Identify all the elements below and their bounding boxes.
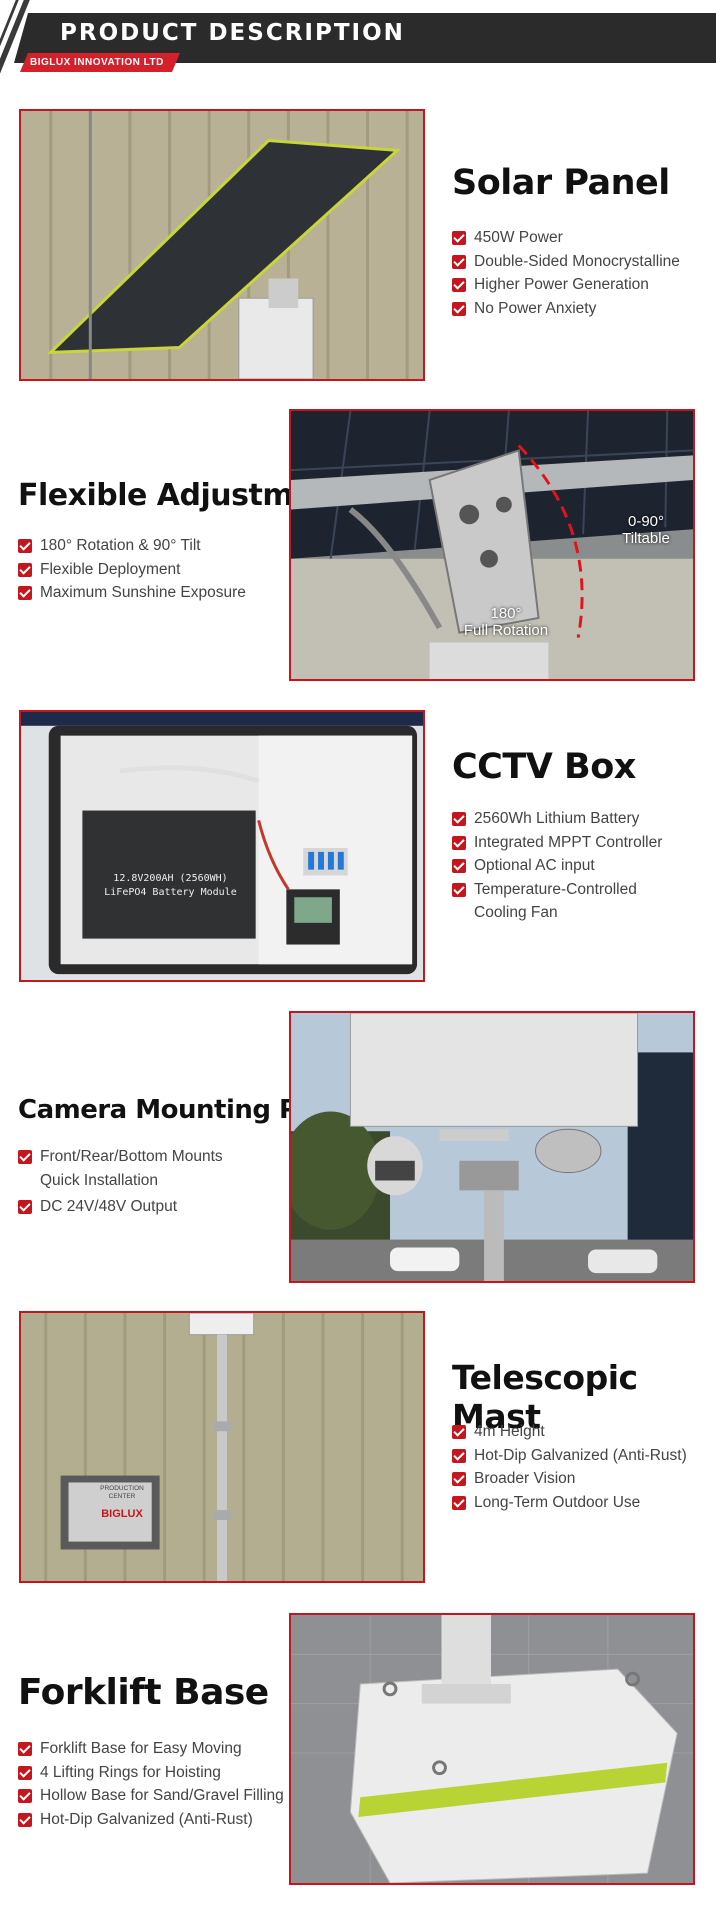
feature-list-telescopic-mast: 4m Height Hot-Dip Galvanized (Anti-Rust)… [452,1420,687,1514]
forklift-base-image [289,1613,695,1885]
tilt-annotation: 0-90°Tiltable [622,513,670,547]
feature-item: Hollow Base for Sand/Gravel Filling [18,1784,284,1808]
feature-item: 450W Power [452,226,680,250]
checkbox-check-icon [18,1812,32,1827]
section-title-cctv-box: CCTV Box [452,747,636,787]
checkbox-check-icon [18,539,32,553]
feature-item: 180° Rotation & 90° Tilt [18,534,246,558]
checkbox-check-icon [452,301,466,316]
feature-item: 2560Wh Lithium Battery [452,807,702,831]
checkbox-check-icon [18,1789,32,1803]
section-title-solar-panel: Solar Panel [452,163,670,203]
feature-item: Broader Vision [452,1467,687,1491]
feature-item: Temperature-Controlled Cooling Fan [452,878,674,925]
checkbox-check-icon [18,1200,32,1214]
feature-item: Hot-Dip Galvanized (Anti-Rust) [452,1444,687,1468]
feature-item: 4 Lifting Rings for Hoisting [18,1761,284,1785]
checkbox-check-icon [18,562,32,577]
feature-item: Front/Rear/Bottom Mounts Quick Installat… [18,1145,240,1192]
feature-list-camera-mounting-plate: Front/Rear/Bottom Mounts Quick Installat… [18,1145,258,1219]
feature-item: Flexible Deployment [18,558,246,582]
battery-label: 12.8V200AH (2560WH)LiFePO4 Battery Modul… [104,873,237,898]
section-title-telescopic-mast: Telescopic Mast [452,1358,638,1436]
feature-item: Double-Sided Monocrystalline [452,250,680,274]
checkbox-check-icon [18,1742,32,1756]
checkbox-check-icon [452,231,466,245]
feature-item: Forklift Base for Easy Moving [18,1737,284,1761]
feature-list-forklift-base: Forklift Base for Easy Moving 4 Lifting … [18,1737,284,1831]
checkbox-check-icon [452,812,466,826]
feature-list-flexible-adjustment: 180° Rotation & 90° Tilt Flexible Deploy… [18,534,246,605]
checkbox-check-icon [452,254,466,269]
feature-item: 4m Height [452,1420,687,1444]
feature-item: Hot-Dip Galvanized (Anti-Rust) [18,1808,284,1832]
cctv-box-image: 12.8V200AH (2560WH)LiFePO4 Battery Modul… [19,710,425,982]
rotation-annotation: 180°Full Rotation [463,605,549,639]
checkbox-check-icon [18,1150,32,1164]
feature-item: DC 24V/48V Output [18,1195,258,1219]
checkbox-check-icon [452,1448,466,1463]
feature-item: No Power Anxiety [452,297,680,321]
checkbox-check-icon [18,586,32,600]
brand-badge: BIGLUX INNOVATION LTD [20,53,180,72]
checkbox-check-icon [18,1765,32,1780]
feature-item: Higher Power Generation [452,273,680,297]
camera-mounting-plate-image [289,1011,695,1283]
feature-item: Long-Term Outdoor Use [452,1491,687,1515]
feature-list-cctv-box: 2560Wh Lithium Battery Integrated MPPT C… [452,807,702,925]
checkbox-check-icon [452,1472,466,1486]
checkbox-check-icon [452,859,466,873]
checkbox-check-icon [452,1425,466,1439]
feature-item: Integrated MPPT Controller [452,831,702,855]
solar-panel-image [19,109,425,381]
feature-item: Optional AC input [452,854,702,878]
flexible-adjustment-image: 0-90°Tiltable 180°Full Rotation [289,409,695,681]
section-title-forklift-base: Forklift Base [18,1672,269,1713]
feature-list-solar-panel: 450W Power Double-Sided Monocrystalline … [452,226,680,320]
checkbox-check-icon [452,882,466,897]
checkbox-check-icon [452,278,466,292]
checkbox-check-icon [452,835,466,850]
page-title: PRODUCT DESCRIPTION [60,20,405,46]
checkbox-check-icon [452,1495,466,1510]
feature-item: Maximum Sunshine Exposure [18,581,246,605]
